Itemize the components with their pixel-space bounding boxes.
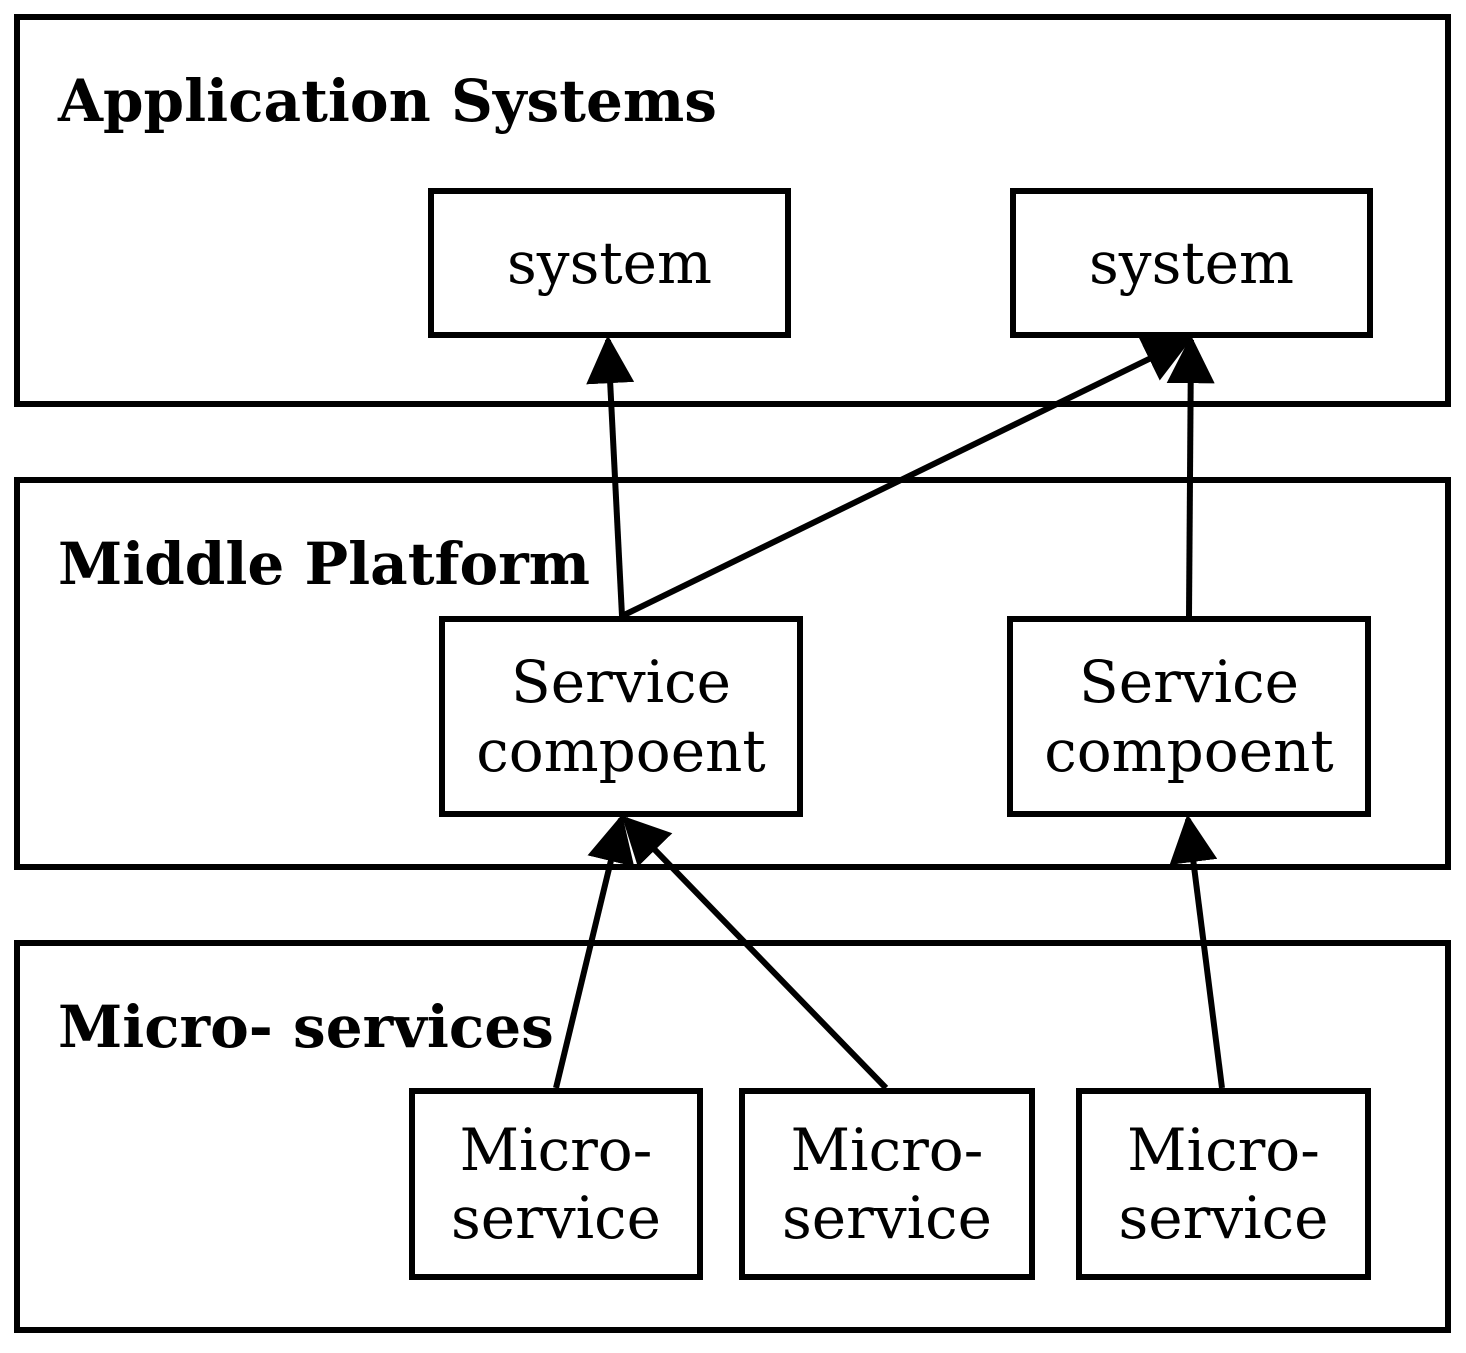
system-node-2: system xyxy=(1010,188,1373,338)
microservice-3-line2: service xyxy=(1118,1184,1329,1252)
system-node-1: system xyxy=(428,188,791,338)
system-node-2-label: system xyxy=(1089,228,1294,297)
microservice-node-2: Micro- service xyxy=(739,1088,1035,1280)
microservice-3-line1: Micro- xyxy=(1127,1115,1320,1184)
service-component-1-line1: Service xyxy=(511,648,731,717)
layer-title-micro-services: Micro- services xyxy=(58,993,554,1061)
service-component-node-2: Service compoent xyxy=(1007,616,1371,817)
system-node-1-label: system xyxy=(507,228,712,297)
service-component-node-1: Service compoent xyxy=(439,616,803,817)
microservice-node-3: Micro- service xyxy=(1076,1088,1371,1280)
microservice-2-line1: Micro- xyxy=(790,1115,984,1184)
microservice-1-line1: Micro- xyxy=(459,1115,653,1184)
microservice-1-line2: service xyxy=(451,1184,661,1252)
service-component-2-line1: Service xyxy=(1079,648,1299,717)
layer-title-application-systems: Application Systems xyxy=(58,67,717,135)
microservice-node-1: Micro- service xyxy=(409,1088,703,1280)
layer-title-middle-platform: Middle Platform xyxy=(58,530,591,598)
microservice-2-line2: service xyxy=(782,1184,992,1252)
service-component-2-line2: compoent xyxy=(1044,716,1334,785)
service-component-1-line2: compoent xyxy=(476,716,766,785)
